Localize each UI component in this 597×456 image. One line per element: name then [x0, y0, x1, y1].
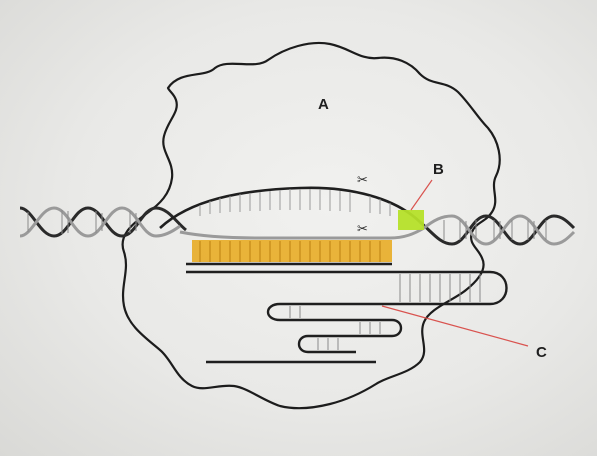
target-dna-strand-bottom — [179, 226, 425, 240]
label-a: A — [318, 96, 329, 113]
dna-helix-left — [19, 206, 187, 238]
guide-rna-rungs — [199, 241, 381, 262]
label-b: B — [433, 161, 444, 178]
protein-complex-outline — [121, 41, 501, 410]
pam-site — [398, 210, 424, 230]
target-dna-strand-top — [159, 186, 421, 229]
guide-rna-spacer — [192, 240, 392, 262]
top-strand-rungs — [199, 189, 391, 216]
hairpin-rungs — [289, 274, 481, 350]
pointer-b — [410, 179, 433, 211]
scissors-icon: ✂ — [357, 222, 368, 237]
scissors-icon: ✂ — [357, 173, 368, 188]
label-c: C — [536, 344, 547, 361]
pointer-c — [381, 305, 529, 347]
guide-rna-scaffold — [186, 262, 508, 364]
dna-helix-right — [419, 214, 576, 246]
